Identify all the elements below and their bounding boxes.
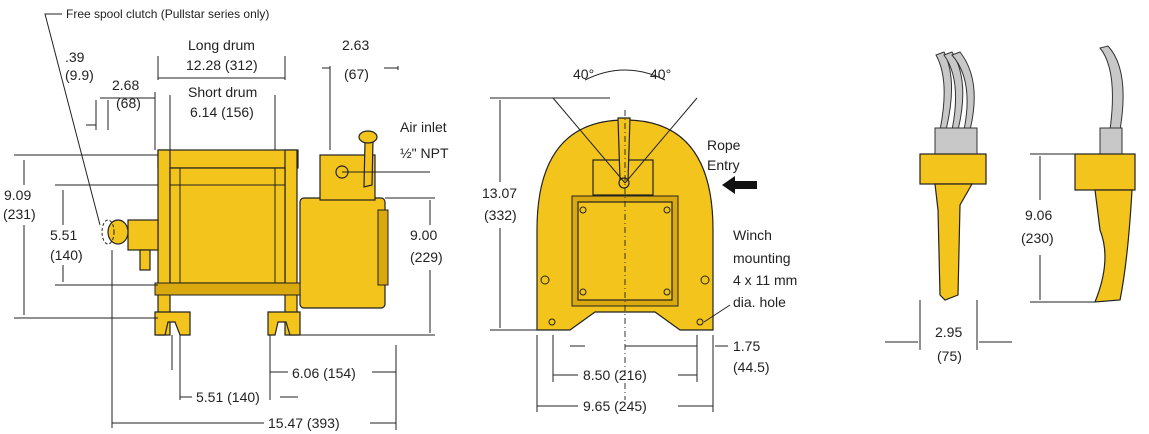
hose-fittings [934, 127, 978, 155]
dim-900-lines [300, 197, 435, 336]
left-foot [154, 311, 191, 336]
air-inlet-label: Air inlet [400, 119, 447, 135]
dim-5-51v: 5.51 [50, 227, 77, 243]
clutch-stem [139, 249, 151, 271]
dim-9-06: 9.06 [1025, 207, 1052, 223]
free-spool-label: Free spool clutch (Pullstar series only) [66, 7, 269, 21]
mounting-leader [703, 304, 731, 323]
dim-5-51h: 5.51 (140) [196, 389, 260, 405]
frame-left [157, 149, 171, 336]
dim-9-00: 9.00 [410, 227, 437, 243]
dim-906-lines [1030, 153, 1095, 303]
right-foot [267, 311, 301, 336]
dim-2-95: 2.95 [935, 324, 962, 340]
angle-right: 40° [650, 66, 671, 82]
control-trigger [1094, 189, 1133, 303]
frame-right [284, 149, 298, 336]
dim-lines-left-top [86, 92, 156, 150]
dim-9-65: 9.65 (245) [583, 398, 647, 414]
side-head [1074, 153, 1136, 191]
holes-label: 4 x 11 mm [733, 272, 797, 288]
control-lever [363, 139, 374, 188]
drum [169, 167, 286, 284]
side-fittings [1099, 127, 1123, 155]
short-drum-label: Short drum [188, 84, 257, 100]
dim-44-5: (44.5) [733, 359, 770, 375]
dim-6-06: 6.06 (154) [292, 365, 356, 381]
dim-68: (68) [116, 95, 141, 111]
angle-lines [552, 69, 698, 184]
motor-housing [299, 197, 386, 309]
free-spool-leader [44, 13, 101, 226]
front-view: 40° 40° 13.07 (332) Rope Entry Winch mou… [482, 66, 797, 414]
winch-label: Winch [733, 227, 772, 243]
dim-230: (230) [1021, 230, 1054, 246]
side-view: Free spool clutch (Pullstar series only)… [3, 7, 449, 431]
drum-ribs [170, 168, 285, 283]
short-drum-value: 6.14 (156) [190, 104, 254, 120]
long-drum-value: 12.28 (312) [186, 57, 258, 73]
dim-231: (231) [3, 206, 36, 222]
dim-8-50: 8.50 (216) [583, 367, 647, 383]
dim-75: (75) [937, 348, 962, 364]
drum-dim-lines [157, 56, 286, 150]
front-bottom-dim-lines [536, 335, 728, 412]
control-side-view: 9.06 (230) [1021, 45, 1136, 303]
bottom-dim-lines [111, 250, 397, 430]
front-lever [617, 117, 631, 181]
dim-1307-lines [490, 97, 610, 331]
lever-knob [358, 130, 378, 144]
dim-2-63: 2.63 [342, 37, 369, 53]
side-hose [1099, 45, 1124, 131]
npt-label: ½" NPT [400, 145, 449, 161]
dim-13-07: 13.07 [482, 185, 517, 201]
entry-label: Entry [707, 157, 740, 173]
control-front-view: 2.95 (75) [885, 51, 1012, 364]
dim-332: (332) [484, 207, 517, 223]
dim-039: .39 [65, 49, 85, 65]
dim-551v-lines [55, 184, 158, 286]
angle-left: 40° [573, 66, 594, 82]
clutch-housing [127, 219, 159, 251]
dim-909-lines [14, 154, 158, 319]
dim-9-09: 9.09 [4, 187, 31, 203]
dim-140v: (140) [50, 247, 83, 263]
dim-1-75: 1.75 [733, 338, 760, 354]
dim-295-lines [885, 300, 1012, 350]
control-handle-front [934, 183, 974, 301]
clutch-outline [101, 219, 115, 245]
rope-entry-arrow [722, 176, 757, 194]
control-head [919, 153, 987, 185]
long-drum-label: Long drum [188, 37, 255, 53]
clutch-knob [107, 219, 129, 245]
dim-67: (67) [344, 66, 369, 82]
dim-15-47: 15.47 (393) [268, 415, 340, 431]
dim-229: (229) [410, 249, 443, 265]
rope-label: Rope [707, 137, 741, 153]
motor-cover [377, 209, 389, 286]
dim-263-lines [322, 66, 430, 173]
top-bar [157, 149, 299, 169]
mounting-label: mounting [733, 250, 791, 266]
dim-9-9: (9.9) [65, 67, 94, 83]
dia-label: dia. hole [733, 294, 786, 310]
mounting-holes [540, 206, 710, 326]
dim-2-68: 2.68 [112, 77, 139, 93]
lower-bar [154, 282, 301, 296]
